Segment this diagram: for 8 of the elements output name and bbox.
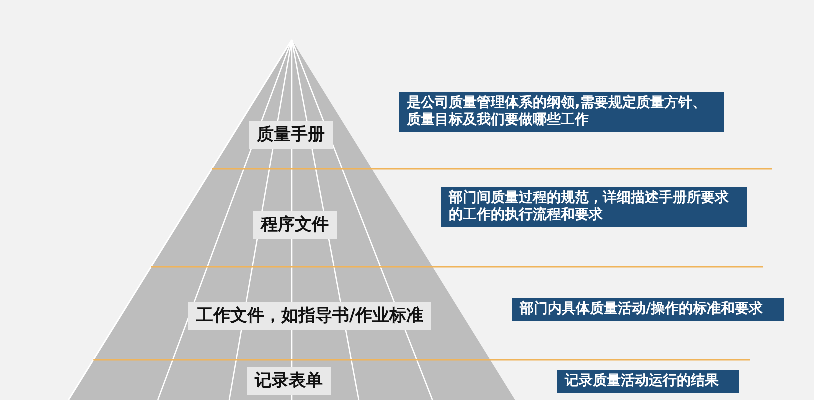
level-label: 记录表单 (247, 367, 331, 395)
description-box: 记录质量活动运行的结果 (557, 370, 739, 393)
description-box: 部门间质量过程的规范，详细描述手册所要求的工作的执行流程和要求 (441, 187, 747, 227)
description-box: 部门内具体质量活动/操作的标准和要求 (512, 298, 784, 321)
level-label: 程序文件 (253, 211, 337, 239)
level-label: 工作文件，如指导书/作业标准 (188, 302, 432, 330)
level-label: 质量手册 (249, 121, 333, 149)
description-box: 是公司质量管理体系的纲领,需要规定质量方针、质量目标及我们要做哪些工作 (399, 92, 724, 132)
